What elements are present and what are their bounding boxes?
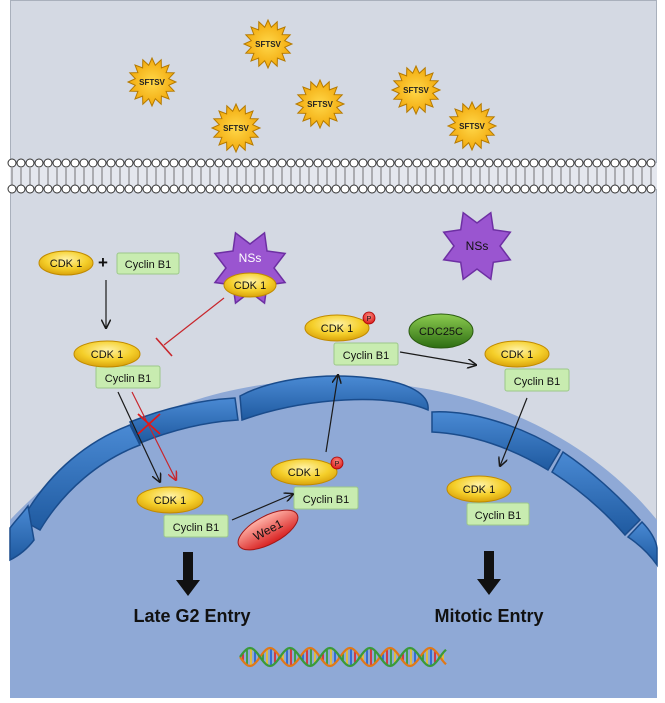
sftsv-label: SFTSV [139,78,165,87]
nss-label: NSs [239,251,262,265]
star-burst-icon [294,78,346,130]
sftsv-virion: SFTSV [294,78,346,130]
cyclin-label: Cyclin B1 [173,522,219,534]
cyclin-label: Cyclin B1 [105,373,151,385]
cdk1-oval [136,486,204,514]
cdk1-label: CDK 1 [288,467,320,479]
cyclin-label: Cyclin B1 [125,259,171,271]
phospho-dot [330,456,344,470]
arrow-nuclear-export [325,375,338,453]
cyclin-box [333,342,399,366]
cdk1-label: CDK 1 [154,495,186,507]
cyclin-box [116,252,180,275]
cyclin-box [95,365,161,389]
sftsv-label: SFTSV [223,124,249,133]
plasma-membrane [7,158,657,194]
cyclin-label: Cyclin B1 [343,350,389,362]
star-burst-icon [242,18,294,70]
complex-free: CDK 1 + Cyclin B1 [38,250,180,276]
sftsv-label: SFTSV [307,100,333,109]
cdk1-oval [270,458,338,486]
cyclin-label: Cyclin B1 [514,376,560,388]
cdk1-oval [223,272,277,298]
dna-helix-icon [239,646,447,668]
block-cross-icon [137,413,161,435]
outcome-arrows [176,551,501,596]
thick-down-arrow [176,552,200,596]
cyclin-box [466,502,530,526]
sftsv-label: SFTSV [403,86,429,95]
cyclin-label: Cyclin B1 [475,510,521,522]
thick-down-arrow [477,551,501,595]
cdk1-oval [446,475,512,503]
nss-bound-cdk1: NSs CDK 1 [213,231,287,305]
complex-nucleus-right: Cyclin B1 CDK 1 [446,475,530,526]
cdk1-oval [304,314,370,342]
cdc25c-oval [408,313,474,349]
cdk1-label: CDK 1 [91,349,123,361]
phospho-label: P [335,461,340,468]
sftsv-label: SFTSV [255,40,281,49]
inhibition-bar [155,337,173,357]
sftsv-virion: SFTSV [390,64,442,116]
sftsv-label: SFTSV [459,122,485,131]
nucleus [10,380,657,698]
cyclin-box [163,514,229,538]
cdk1-label: CDK 1 [50,258,82,270]
phospho-dot [362,311,376,325]
nss-label-free: NSs [466,239,489,253]
arrow-mitotic-import [500,397,528,466]
arrow-cdc25c-dephosphorylation [399,351,476,365]
star-burst-icon [126,56,178,108]
cdk1-oval [484,340,550,368]
complex-nucleus-left: Cyclin B1 CDK 1 [136,486,229,538]
wee1-oval [237,509,299,551]
star-burst-icon [210,102,262,154]
sftsv-virion: SFTSV [126,56,178,108]
cdc25c-enzyme: CDC25C [408,313,474,349]
arrow-nuclear-import [117,391,160,482]
cdk1-oval [38,250,94,276]
sftsv-virion: SFTSV [446,100,498,152]
star-burst-icon [390,64,442,116]
sftsv-virion: SFTSV [210,102,262,154]
sftsv-virion: SFTSV [242,18,294,70]
cdc25c-label: CDC25C [419,326,463,338]
phospho-label: P [367,316,372,323]
nss-star-icon [213,231,287,305]
late-g2-entry-label: Late G2 Entry [133,606,250,626]
arrow-blocked-import [131,391,176,480]
cdk1-label: CDK 1 [234,280,266,292]
cdk1-label: CDK 1 [463,484,495,496]
cyclin-label: Cyclin B1 [303,494,349,506]
wee1-kinase: Wee1 [237,509,299,551]
pathway-arrows [106,280,528,521]
complex-phospho-cytoplasm: Cyclin B1 CDK 1 P [304,311,399,366]
star-burst-icon [446,100,498,152]
plus-sign: + [98,253,108,272]
arrow-wee1-phosphorylation [231,494,293,521]
mitotic-entry-label: Mitotic Entry [434,606,543,626]
cdk1-label: CDK 1 [321,323,353,335]
virus-layer: SFTSV SFTSV SFTSV SFTSV SFTSV SFTSV [126,18,498,154]
complex-cytoplasm-left: Cyclin B1 CDK 1 [73,340,161,389]
inhibition-line [163,297,225,346]
cdk1-oval [73,340,141,368]
complex-phospho-nucleus: Cyclin B1 CDK 1 P [270,456,359,510]
complex-cytoplasm-right: Cyclin B1 CDK 1 [484,340,570,392]
cdk1-label: CDK 1 [501,349,533,361]
nss-free: NSs [442,211,512,281]
cyclin-box [504,368,570,392]
nss-star-icon [442,211,512,281]
